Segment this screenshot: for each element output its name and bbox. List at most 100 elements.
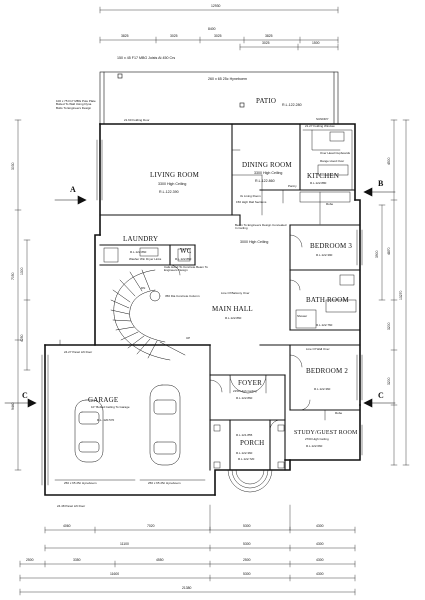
car-left (74, 399, 104, 463)
note-wc-rl: R.L.122.860 (175, 257, 192, 261)
note-foyer-rl: R.L.122.860 (236, 396, 253, 400)
exterior-walls (44, 123, 361, 496)
note-balcony: Line Of Balcony Over (221, 291, 250, 295)
note-garage-rl: R.L. 120.570 (97, 418, 115, 422)
note-porch-rl1: R.L.121.855 (236, 433, 253, 437)
room-label-kitchen: KITCHEN (307, 172, 340, 180)
fixture-details (41, 129, 363, 493)
note-bath-rl: R.L.122.760 (316, 323, 333, 327)
dim-bottom-row4-2: 5300 (243, 572, 251, 576)
note-pantry: Pantry (288, 184, 297, 188)
note-bed3-rl: R.L.122.390 (316, 253, 333, 257)
dim-top-sub-1: 3025 (262, 41, 270, 45)
note-living-steps2: 150 High Rail Sections (236, 200, 267, 204)
room-label-bedroom3: BEDROOM 3 (310, 242, 353, 250)
note-study-rl: R.L.122.660 (306, 444, 323, 448)
note-hyneboem-2: 250 x 65 25c Hyneboem (148, 481, 181, 485)
dim-right-6: 3900 (375, 250, 379, 258)
dim-left-3: 9440 (11, 402, 15, 410)
note-robe-kitchen: Robe (326, 202, 334, 206)
note-column: 350 Dia Concrete Column (165, 294, 200, 298)
dim-right-2: 4870 (387, 247, 391, 255)
note-foyer-ceiling: 2150 High Ceiling (233, 389, 257, 393)
dim-bottom-row1-1: 4060 (63, 524, 71, 528)
car-right (149, 384, 181, 466)
note-pole-plate: 100 x 75 F17 MBG Pole Plate Bolted To Wa… (56, 99, 96, 110)
left-dimension-lines (14, 119, 31, 471)
note-hyneboem-1: 250 x 65 25c Hyneboem (64, 481, 97, 485)
note-bed2-rl: R.L.122.360 (314, 387, 331, 391)
note-beam: Beam To Engineers Design Concealed In Ce… (235, 223, 287, 231)
note-dining-ceiling: 3300 High Ceiling (254, 171, 283, 175)
section-mark-b: B (378, 179, 384, 188)
dim-left-4: 1300 (20, 267, 24, 275)
dim-bottom-row3-3: 4550 (156, 558, 164, 562)
dim-bottom-row4-1: 11600 (110, 572, 120, 576)
room-label-wc: WC (180, 247, 192, 255)
room-label-garage: GARAGE (88, 396, 119, 404)
right-dimension-lines (378, 119, 410, 466)
dim-bottom-row2-2: 5300 (243, 542, 251, 546)
room-label-foyer: FOYER (238, 379, 262, 387)
note-kitchen-cupboards: Over Head Cupboards (320, 151, 351, 155)
section-mark-c-left: C (22, 391, 28, 400)
note-hall-ceiling: 3000 High Ceiling (240, 240, 269, 244)
note-dining-rl: R.L.122.860 (255, 179, 275, 183)
room-label-main-hall: MAIN HALL (212, 305, 253, 313)
room-label-dining: DINING ROOM (242, 161, 292, 169)
dim-bottom-row4-3: 4300 (316, 572, 324, 576)
dim-left-2: 7050 (11, 272, 15, 280)
staircase (110, 269, 186, 361)
note-porch-rl2: R.L.122.720 (238, 457, 255, 461)
note-kitchen-range: Range Hood Over (320, 159, 345, 163)
dim-bottom-row3-5: 4300 (316, 558, 324, 562)
dim-bottom-row2-1: 11100 (120, 542, 129, 546)
dim-top-seg-2: 3025 (170, 34, 178, 38)
note-kitchen-rl: R.L.122.880 (310, 181, 327, 185)
note-porch-rl3: R.L.122.360 (236, 451, 253, 455)
dim-bottom-row2-3: 4300 (316, 542, 324, 546)
note-concrete-beam: Cafe Hood To Concrete Beam To Engineers … (164, 265, 208, 273)
dim-right-1: 4500 (387, 157, 391, 165)
dim-top-seg-4: 3825 (265, 34, 273, 38)
note-stair-dn: DN (141, 286, 146, 290)
note-hall-rl: R.L.122.860 (225, 316, 242, 320)
room-label-bath: BATH ROOM (306, 296, 349, 304)
note-stair-up: UP (186, 336, 191, 340)
dim-top-overall: 12930 (211, 4, 221, 8)
dim-right-5: 13270 (399, 290, 403, 300)
dim-bottom-row3-1: 2500 (26, 558, 34, 562)
note-folding-window: 21.27 Folding Window (305, 124, 335, 128)
dim-bottom-row3-2: 3350 (73, 558, 81, 562)
room-label-living: LIVING ROOM (150, 171, 200, 179)
top-dimension-lines (99, 6, 339, 51)
dim-bottom-row3-4: 2500 (243, 558, 251, 562)
note-folding-door: 21.60 Folding Door (124, 118, 150, 122)
dim-left-5: 4250 (20, 334, 24, 342)
note-patio-beam: 260 x 65 25c Hyneboem (208, 77, 247, 81)
dim-top-sub-2: 1500 (312, 41, 320, 45)
dim-bottom-row1-3: 5300 (243, 524, 251, 528)
dim-bottom-overall: 21380 (182, 586, 192, 590)
note-patio-rl: R.L.122.280 (282, 103, 302, 107)
note-washer: Washer Win Dryer Links (129, 257, 162, 261)
bottom-dimension-lines (19, 504, 356, 596)
section-markers (4, 187, 396, 408)
dim-left-1: 3030 (11, 162, 15, 170)
note-study-ceiling: 2700 High Ceiling (305, 437, 329, 441)
note-living-steps: 3x Living Room (240, 194, 261, 198)
note-shower: Shower (297, 314, 308, 318)
dim-right-4: 3200 (387, 377, 391, 385)
section-mark-a: A (70, 185, 76, 194)
note-joists: 150 x 45 F17 MBG Joists At 450 Crs (117, 56, 176, 60)
dim-bottom-row1-4: 4300 (316, 524, 324, 528)
note-laundry-rl: R.L.122.860 (130, 250, 147, 254)
dim-top-seg-1: 3825 (121, 34, 129, 38)
room-label-porch: PORCH (240, 439, 265, 447)
section-mark-c-right: C (378, 391, 384, 400)
note-living-rl: R.L.122.390 (159, 190, 179, 194)
dim-bottom-row1-2: 7020 (147, 524, 155, 528)
room-label-study: STUDY/GUEST ROOM (294, 430, 358, 436)
dim-top-seg-3: 3025 (214, 34, 222, 38)
